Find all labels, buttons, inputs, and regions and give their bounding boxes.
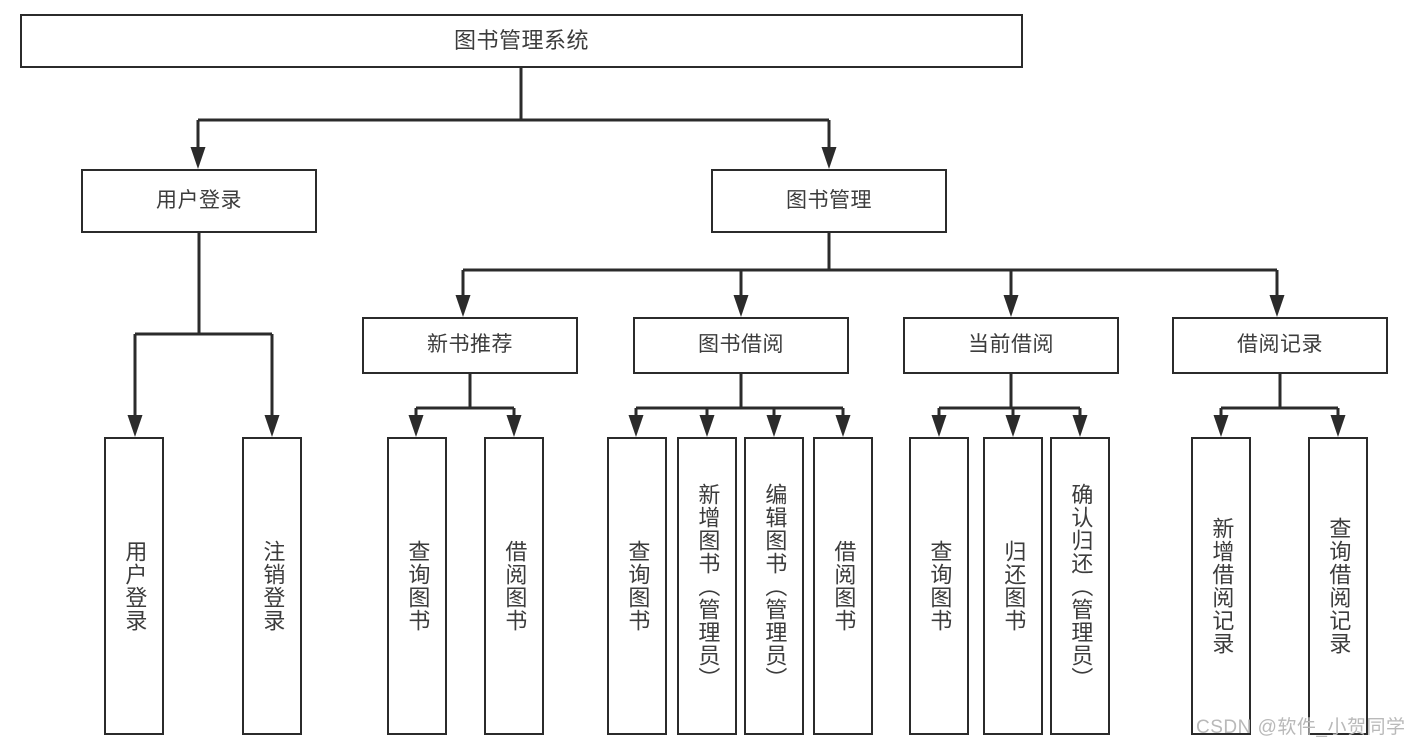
arrow-head-arrow-to-query2 (628, 415, 644, 437)
node-newbook[interactable]: 新书推荐 (362, 317, 578, 374)
node-l-query3[interactable]: 查询图书 (909, 437, 969, 735)
watermark-label: CSDN @软件_小贺同学 (1196, 717, 1405, 738)
node-l-query2[interactable]: 查询图书 (607, 437, 667, 735)
node-label: 编辑图书（管理员） (762, 482, 788, 690)
arrow-head-arrow-to-borrow1 (506, 415, 522, 437)
arrow-head-arrow-to-newbook (455, 295, 471, 317)
node-label: 图书管理 (786, 188, 872, 212)
node-borrow[interactable]: 图书借阅 (633, 317, 849, 374)
arrow-head-arrow-to-query3 (931, 415, 947, 437)
node-label: 归还图书 (1001, 540, 1027, 632)
arrow-head-arrow-to-bookmgmt (821, 147, 837, 169)
arrow-head-arrow-to-logout (264, 415, 280, 437)
node-label: 当前借阅 (968, 333, 1054, 357)
node-label: 借阅图书 (831, 540, 857, 632)
node-label: 新书推荐 (427, 333, 513, 357)
node-l-borrow2[interactable]: 借阅图书 (813, 437, 873, 735)
arrow-head-arrow-to-borrow (733, 295, 749, 317)
node-label: 新增图书（管理员） (695, 482, 721, 690)
node-label: 借阅图书 (502, 540, 528, 632)
node-l-queryrec[interactable]: 查询借阅记录 (1308, 437, 1368, 735)
node-l-borrow1[interactable]: 借阅图书 (484, 437, 544, 735)
node-l-query1[interactable]: 查询图书 (387, 437, 447, 735)
arrow-head-arrow-to-login (190, 147, 206, 169)
node-l-logout[interactable]: 注销登录 (242, 437, 302, 735)
node-l-userlogin[interactable]: 用户登录 (104, 437, 164, 735)
node-l-return[interactable]: 归还图书 (983, 437, 1043, 735)
arrow-head-arrow-to-queryrec (1330, 415, 1346, 437)
node-label: 图书借阅 (698, 333, 784, 357)
arrow-head-arrow-to-userlogin (127, 415, 143, 437)
node-label: 查询图书 (927, 540, 953, 632)
node-current[interactable]: 当前借阅 (903, 317, 1119, 374)
node-bookmgmt[interactable]: 图书管理 (711, 169, 947, 233)
arrow-head-arrow-to-confirm (1072, 415, 1088, 437)
node-label: 新增借阅记录 (1209, 517, 1235, 655)
arrow-head-arrow-to-addrec (1213, 415, 1229, 437)
node-label: 确认归还（管理员） (1068, 482, 1094, 690)
node-l-add[interactable]: 新增图书（管理员） (677, 437, 737, 735)
node-records[interactable]: 借阅记录 (1172, 317, 1388, 374)
node-l-addrec[interactable]: 新增借阅记录 (1191, 437, 1251, 735)
arrow-head-arrow-to-return (1005, 415, 1021, 437)
node-label: 借阅记录 (1237, 333, 1323, 357)
node-label: 注销登录 (260, 540, 286, 632)
node-label: 用户登录 (122, 540, 148, 632)
arrow-head-arrow-to-borrow2 (835, 415, 851, 437)
node-label: 查询图书 (625, 540, 651, 632)
node-label: 图书管理系统 (453, 28, 589, 54)
node-login[interactable]: 用户登录 (81, 169, 317, 233)
arrow-head-arrow-to-current (1003, 295, 1019, 317)
arrow-head-arrow-to-edit (766, 415, 782, 437)
node-root[interactable]: 图书管理系统 (20, 14, 1023, 68)
node-label: 查询图书 (405, 540, 431, 632)
node-l-edit[interactable]: 编辑图书（管理员） (744, 437, 804, 735)
arrow-head-arrow-to-add (699, 415, 715, 437)
arrow-head-arrow-to-query1 (408, 415, 424, 437)
node-l-confirm[interactable]: 确认归还（管理员） (1050, 437, 1110, 735)
node-label: 查询借阅记录 (1326, 517, 1352, 655)
node-label: 用户登录 (156, 188, 242, 212)
arrow-head-arrow-to-records (1269, 295, 1285, 317)
